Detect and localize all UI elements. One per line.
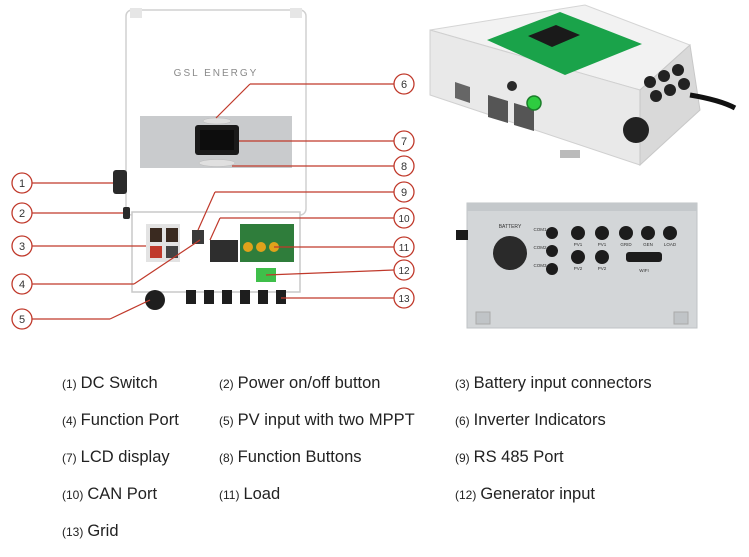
legend-num: (4) (62, 414, 77, 428)
legend-num: (12) (455, 488, 477, 502)
port-label-com2: COM2 (533, 245, 546, 250)
battery-connector (493, 236, 527, 270)
callout-10-label: 10 (398, 214, 410, 225)
function-buttons (198, 159, 236, 167)
legend-num: (8) (219, 451, 234, 465)
port-label-com3: COM3 (533, 263, 546, 268)
legend-text: Grid (87, 522, 119, 540)
callout-markers: 1 2 3 4 5 6 7 8 9 10 11 12 13 (11, 73, 415, 330)
callout-11-label: 11 (399, 243, 410, 254)
perspective-lcd (528, 25, 580, 47)
legend-text: LCD display (80, 448, 170, 466)
port-label-pv2b: PV2 (598, 266, 607, 271)
callout-6: 6 (393, 73, 415, 95)
legend-item-5: (5)PV input with two MPPT (219, 411, 415, 430)
port-label-gen: GEN (643, 242, 653, 247)
port-label-com1: COM1 (533, 227, 546, 232)
legend-text: PV input with two MPPT (237, 411, 415, 429)
dc-switch (113, 170, 127, 194)
legend-text: Function Buttons (237, 448, 362, 466)
legend-text: CAN Port (87, 485, 158, 503)
legend-item-12: (12)Generator input (455, 485, 595, 504)
callout-4-label: 4 (19, 279, 25, 291)
callout-7-label: 7 (401, 136, 407, 148)
power-button (123, 207, 130, 219)
port-label-pv1a: PV1 (574, 242, 583, 247)
callout-1: 1 (11, 172, 33, 194)
legend-item-3: (3)Battery input connectors (455, 374, 652, 393)
legend-num: (3) (455, 377, 470, 391)
legend-text: Load (243, 485, 281, 503)
legend-num: (7) (62, 451, 77, 465)
callout-9-label: 9 (401, 187, 407, 199)
callout-6-label: 6 (401, 79, 407, 91)
green-front-panel (487, 12, 642, 75)
indicator-lights (202, 117, 232, 125)
callout-5-label: 5 (19, 314, 25, 326)
legend-item-2: (2)Power on/off button (219, 374, 380, 393)
legend-text: Power on/off button (237, 374, 381, 392)
callout-12-label: 12 (398, 266, 410, 277)
callout-11: 11 (393, 236, 415, 258)
callout-5: 5 (11, 308, 33, 330)
legend-text: Function Port (80, 411, 179, 429)
callout-7: 7 (393, 130, 415, 152)
callout-8: 8 (393, 155, 415, 177)
inverter-perspective-view (429, 4, 737, 167)
callout-10: 10 (393, 207, 415, 229)
legend-text: Battery input connectors (473, 374, 652, 392)
legend-item-10: (10)CAN Port (62, 485, 157, 504)
inverter-diagram: GSL ENERGY (11, 4, 737, 330)
callout-13-label: 13 (398, 294, 410, 305)
legend-num: (10) (62, 488, 84, 502)
callout-13: 13 (393, 287, 415, 309)
callout-8-label: 8 (401, 161, 407, 173)
legend-text: RS 485 Port (473, 448, 564, 466)
callout-lines (32, 83, 395, 320)
inverter-bottom-view: BATTERY COM1 COM2 COM3 PV1 PV1 GRID GEN … (456, 202, 698, 329)
legend-num: (1) (62, 377, 77, 391)
legend-item-9: (9)RS 485 Port (455, 448, 564, 467)
callout-3-label: 3 (19, 241, 25, 253)
callout-3: 3 (11, 235, 33, 257)
legend-text: Inverter Indicators (473, 411, 606, 429)
legend-num: (5) (219, 414, 234, 428)
legend-item-1: (1)DC Switch (62, 374, 158, 393)
callout-2: 2 (11, 202, 33, 224)
legend-num: (2) (219, 377, 234, 391)
callout-2-label: 2 (19, 208, 25, 220)
callout-4: 4 (11, 273, 33, 295)
legend-text: DC Switch (80, 374, 158, 392)
inverter-front-view: GSL ENERGY (113, 8, 307, 310)
legend-num: (13) (62, 525, 84, 539)
port-label-pv2a: PV2 (574, 266, 583, 271)
port-label-pv1b: PV1 (598, 242, 607, 247)
callout-12: 12 (393, 259, 415, 281)
legend-item-8: (8)Function Buttons (219, 448, 362, 467)
legend-item-7: (7)LCD display (62, 448, 170, 467)
battery-label: BATTERY (499, 224, 522, 230)
legend-item-13: (13)Grid (62, 522, 119, 541)
port-label-load: LOAD (664, 242, 677, 247)
callout-1-label: 1 (19, 178, 25, 190)
legend-num: (11) (219, 488, 240, 502)
callout-9: 9 (393, 181, 415, 203)
legend-item-6: (6)Inverter Indicators (455, 411, 606, 430)
legend-item-4: (4)Function Port (62, 411, 179, 430)
legend-num: (6) (455, 414, 470, 428)
port-label-grid: GRID (620, 242, 632, 247)
legend-item-11: (11)Load (219, 485, 280, 504)
brand-label: GSL ENERGY (174, 68, 259, 79)
port-label-wifi: WIFI (639, 268, 649, 273)
legend-text: Generator input (480, 485, 595, 503)
legend-num: (9) (455, 451, 470, 465)
